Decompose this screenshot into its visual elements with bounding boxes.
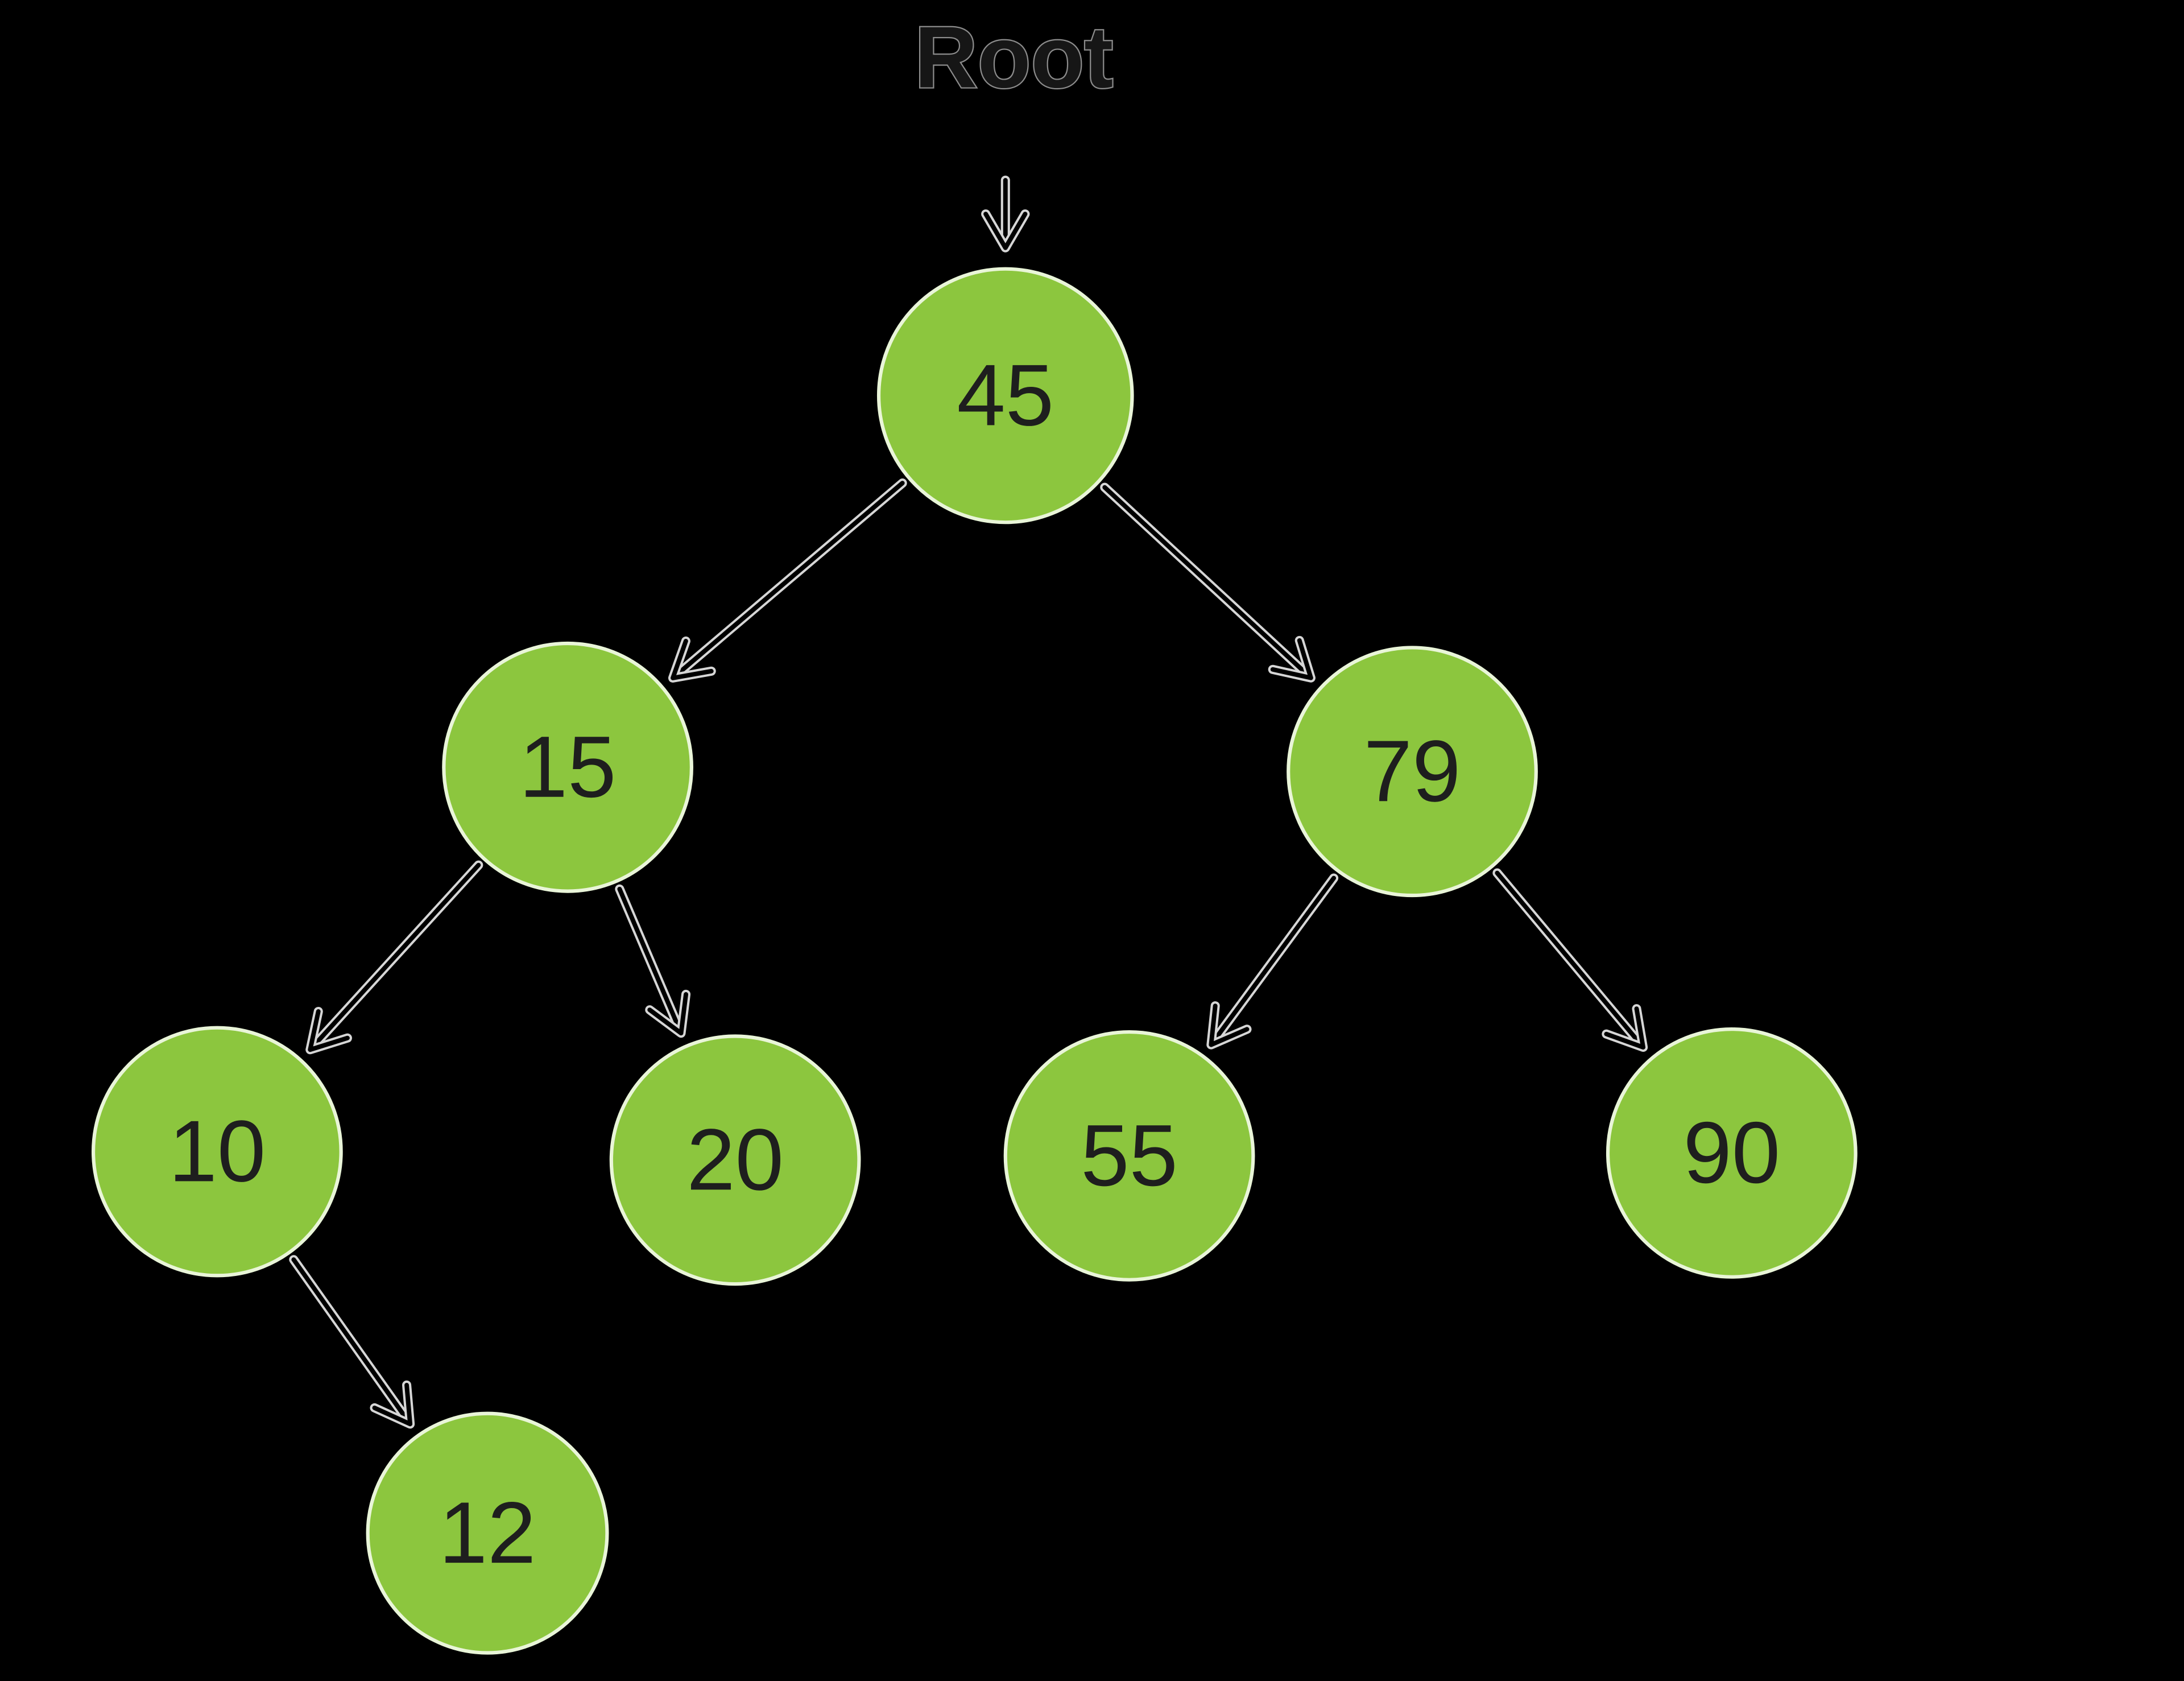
edge-core (671, 639, 714, 680)
edge-core (1102, 485, 1307, 675)
edge-core (1209, 1003, 1250, 1047)
node-circle-90 (1606, 1027, 1858, 1279)
edge-core (291, 1257, 408, 1420)
root-label: Root (915, 8, 1113, 106)
node-circle-20 (609, 1034, 861, 1286)
edge-core (1214, 875, 1337, 1040)
edge-core (677, 481, 905, 675)
edge-15-20 (615, 884, 691, 1038)
node-circle-45 (876, 267, 1134, 524)
node-circle-10 (91, 1026, 343, 1278)
edge-core (1495, 870, 1640, 1043)
tree-node-12: 12 (366, 1411, 609, 1655)
node-label-90: 90 (1683, 1104, 1780, 1201)
node-circle-12 (366, 1411, 609, 1655)
edge-45-15 (668, 478, 907, 683)
edge-15-10 (305, 860, 483, 1055)
edge-core (372, 1382, 413, 1427)
tree-node-90: 90 (1606, 1027, 1858, 1279)
node-circle-79 (1287, 646, 1538, 898)
node-label-45: 45 (957, 346, 1054, 444)
tree-node-20: 20 (609, 1034, 861, 1286)
edge-core (1270, 638, 1313, 680)
edge-45-79 (1100, 482, 1316, 683)
tree-node-15: 15 (442, 641, 693, 893)
edge-79-55 (1206, 873, 1339, 1050)
node-circle-15 (442, 641, 693, 893)
edge-core (617, 886, 680, 1028)
edge-10-12 (289, 1255, 415, 1429)
node-label-10: 10 (169, 1102, 266, 1200)
tree-node-10: 10 (91, 1026, 343, 1278)
node-label-55: 55 (1081, 1106, 1178, 1204)
edge-core (313, 862, 481, 1046)
tree-node-45: 45 (876, 267, 1134, 524)
node-label-15: 15 (519, 718, 617, 816)
edge-79-90 (1492, 868, 1648, 1052)
node-circle-55 (1003, 1030, 1255, 1282)
edge-core (983, 212, 1028, 250)
node-label-79: 79 (1364, 722, 1461, 820)
edge-core (1604, 1006, 1646, 1050)
tree-node-79: 79 (1287, 646, 1538, 898)
node-label-20: 20 (686, 1110, 784, 1208)
root-pointer-arrow (981, 175, 1030, 253)
edge-core (647, 992, 688, 1036)
node-label-12: 12 (439, 1484, 536, 1581)
tree-node-55: 55 (1003, 1030, 1255, 1282)
edge-core (308, 1009, 350, 1052)
